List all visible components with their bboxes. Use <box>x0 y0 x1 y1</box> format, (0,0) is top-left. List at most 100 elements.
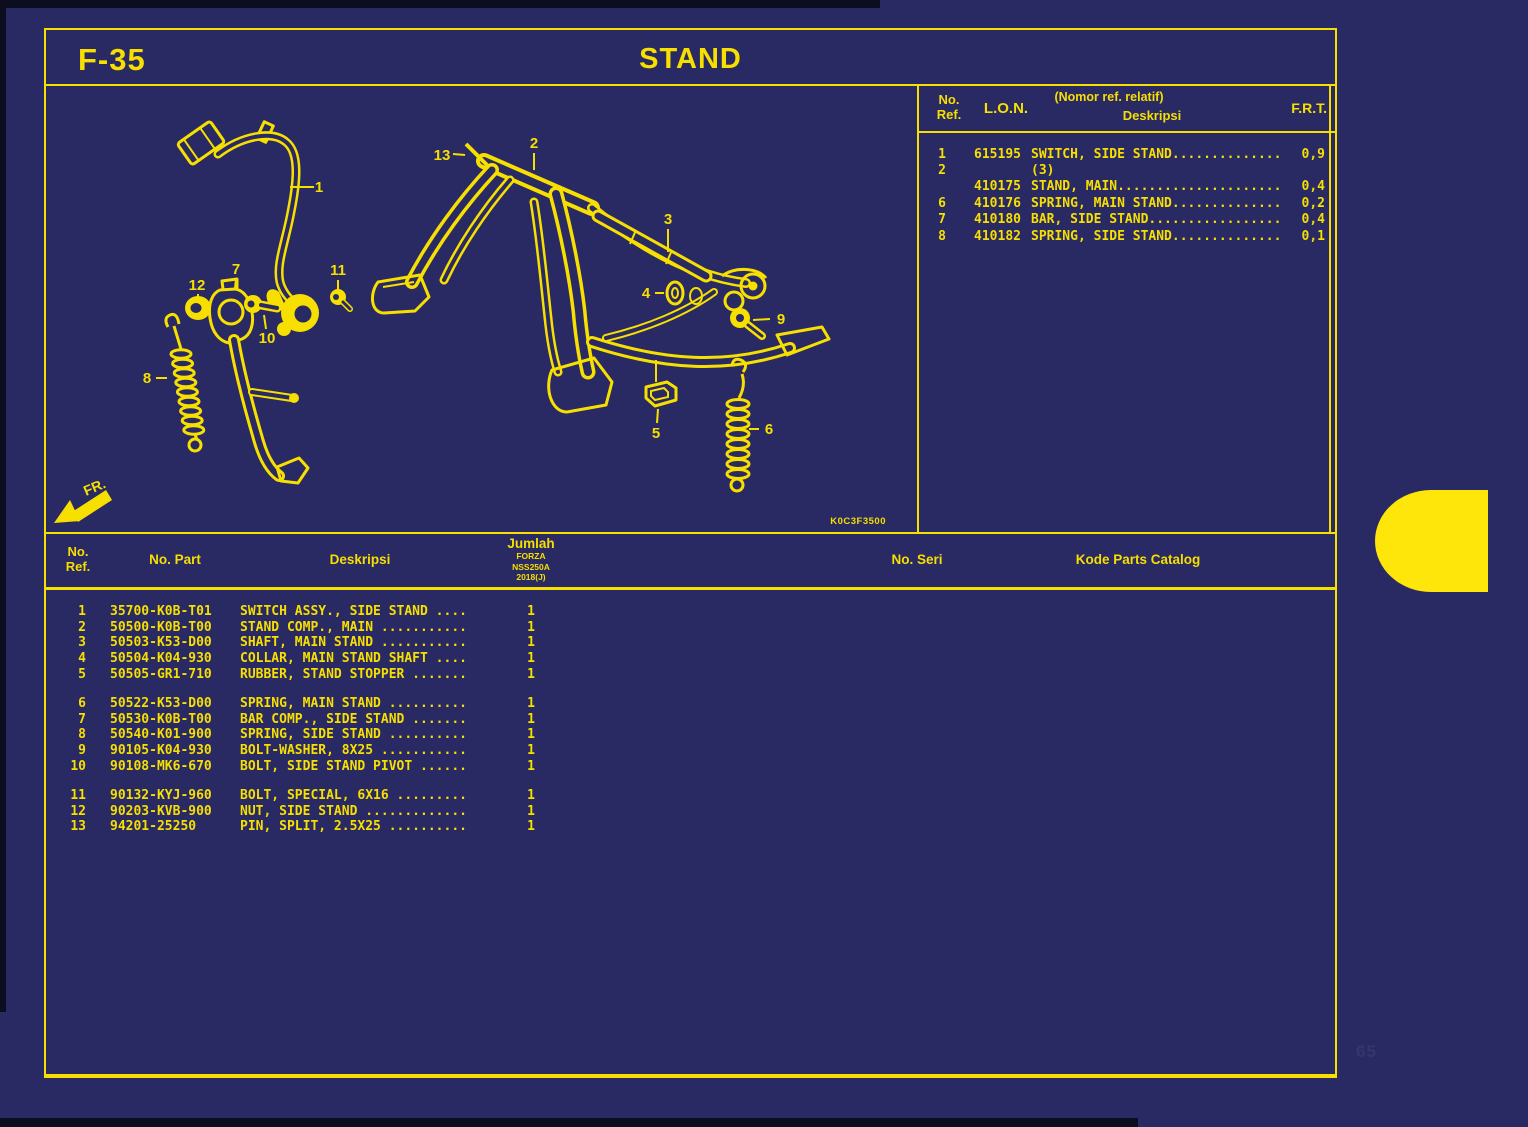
part-ref-cell: 1 <box>78 604 86 620</box>
part-number-cell: 50540-K01-900 <box>110 727 212 743</box>
part-desc-cell: SPRING, MAIN STAND .......... <box>240 696 467 712</box>
page-number: 65 <box>1356 1042 1377 1061</box>
callout-10: 10 <box>259 330 276 347</box>
part-qty-cell: 1 <box>527 666 535 682</box>
callout-6: 6 <box>765 421 773 438</box>
part-qty-cell: 1 <box>527 619 535 635</box>
ref-frt-cell: 0,1 <box>1301 228 1325 244</box>
part-ref-cell: 5 <box>78 666 86 682</box>
ref-row: 1 615195 SWITCH, SIDE STAND.............… <box>919 146 1337 162</box>
callout-2: 2 <box>530 135 538 152</box>
ref-no-cell: 6 <box>938 195 946 211</box>
part-qty-cell: 1 <box>527 803 535 819</box>
nut-drawing <box>185 296 211 320</box>
side-bookmark-tab[interactable] <box>1375 490 1488 592</box>
callout-numbers: 1 2 3 4 5 6 7 8 9 10 11 12 13 <box>143 135 785 442</box>
parts-row: 12 90203-KVB-900 NUT, SIDE STAND .......… <box>46 804 1335 820</box>
ref-col-desc: Deskripsi <box>1122 108 1182 123</box>
part-desc-cell: BOLT, SPECIAL, 6X16 ......... <box>240 788 467 804</box>
ref-desc-cell: SPRING, SIDE STAND.............. <box>1031 228 1279 244</box>
ref-frt-cell: 0,9 <box>1301 146 1325 162</box>
ref-lon-cell: 410175 <box>974 179 1021 195</box>
callout-1: 1 <box>315 179 323 196</box>
ref-desc-cell: SPRING, MAIN STAND.............. <box>1031 195 1279 211</box>
ref-frt-cell: 0,2 <box>1301 195 1325 211</box>
parts-col-catalog: Kode Parts Catalog <box>1075 552 1201 567</box>
part-ref-cell: 4 <box>78 651 86 667</box>
part-ref-cell: 13 <box>70 819 86 835</box>
parts-row: 3 50503-K53-D00 SHAFT, MAIN STAND ......… <box>46 635 1335 651</box>
bolt-washer-drawing <box>730 308 766 340</box>
collar-drawing <box>665 280 703 306</box>
parts-exploded-diagram: FR. K0C3F3500 1 <box>54 120 886 527</box>
parts-col-part: No. Part <box>149 552 201 567</box>
part-ref-cell: 9 <box>78 743 86 759</box>
diagram-and-ref-area: FR. K0C3F3500 1 <box>46 86 1337 534</box>
part-ref-cell: 12 <box>70 803 86 819</box>
part-ref-cell: 11 <box>70 788 86 804</box>
part-qty-cell: 1 <box>527 696 535 712</box>
ref-lon-cell: 615195 <box>974 146 1021 162</box>
ref-col-no-ref: No. Ref. <box>936 92 962 122</box>
part-qty-cell: 1 <box>527 651 535 667</box>
part-qty-cell: 1 <box>527 743 535 759</box>
ref-row: 2 (3) <box>919 162 1337 178</box>
callout-12: 12 <box>189 277 206 294</box>
reference-table: No. Ref. L.O.N. (Nomor ref. relatif) Des… <box>917 86 1337 532</box>
special-bolt-drawing <box>330 289 353 312</box>
callout-leaders <box>156 153 771 430</box>
part-qty-cell: 1 <box>527 758 535 774</box>
callout-9: 9 <box>777 311 785 328</box>
part-ref-cell: 3 <box>78 635 86 651</box>
parts-table-header: No. Ref. No. Part Deskripsi Jumlah FORZA… <box>46 534 1335 590</box>
parts-group: 1 35700-K0B-T01 SWITCH ASSY., SIDE STAND… <box>46 604 1335 682</box>
ref-frt-cell: 0,4 <box>1301 212 1325 228</box>
side-stand-drawing <box>208 277 310 485</box>
part-qty-cell: 1 <box>527 819 535 835</box>
ref-no-cell: 2 <box>938 163 946 179</box>
part-ref-cell: 10 <box>70 758 86 774</box>
main-stand-shaft-drawing <box>591 209 713 283</box>
part-desc-cell: BAR COMP., SIDE STAND ....... <box>240 711 467 727</box>
parts-row: 2 50500-K0B-T00 STAND COMP., MAIN ......… <box>46 620 1335 636</box>
part-number-cell: 50522-K53-D00 <box>110 696 212 712</box>
parts-col-no-ref: No. Ref. <box>65 544 91 574</box>
ref-desc-cell: (3) <box>1031 163 1055 179</box>
callout-7: 7 <box>232 261 240 278</box>
parts-row: 8 50540-K01-900 SPRING, SIDE STAND .....… <box>46 727 1335 743</box>
parts-row: 1 35700-K0B-T01 SWITCH ASSY., SIDE STAND… <box>46 604 1335 620</box>
diagram-code: K0C3F3500 <box>830 516 886 527</box>
reference-table-rows: 1 615195 SWITCH, SIDE STAND.............… <box>919 146 1337 244</box>
part-desc-cell: SWITCH ASSY., SIDE STAND .... <box>240 604 467 620</box>
inner-border-line <box>1329 86 1331 532</box>
ref-desc-cell: STAND, MAIN..................... <box>1031 179 1279 195</box>
part-qty-cell: 1 <box>527 727 535 743</box>
part-desc-cell: SHAFT, MAIN STAND ........... <box>240 635 467 651</box>
callout-11: 11 <box>330 262 346 279</box>
ref-desc-cell: BAR, SIDE STAND................. <box>1031 212 1279 228</box>
part-desc-cell: BOLT-WASHER, 8X25 ........... <box>240 743 467 759</box>
ref-col-frt: F.R.T. <box>1291 100 1327 116</box>
part-ref-cell: 2 <box>78 619 86 635</box>
page-code: F-35 <box>78 42 146 77</box>
ref-col-lon: L.O.N. <box>983 100 1029 117</box>
parts-group: 11 90132-KYJ-960 BOLT, SPECIAL, 6X16 ...… <box>46 788 1335 835</box>
ref-no-cell: 1 <box>938 146 946 162</box>
fr-direction-arrow: FR. <box>54 475 112 523</box>
part-qty-cell: 1 <box>527 604 535 620</box>
parts-row: 6 50522-K53-D00 SPRING, MAIN STAND .....… <box>46 696 1335 712</box>
part-number-cell: 50503-K53-D00 <box>110 635 212 651</box>
parts-row: 11 90132-KYJ-960 BOLT, SPECIAL, 6X16 ...… <box>46 788 1335 804</box>
part-desc-cell: STAND COMP., MAIN ........... <box>240 619 467 635</box>
callout-8: 8 <box>143 370 151 387</box>
ref-lon-cell: 410180 <box>974 212 1021 228</box>
parts-row: 4 50504-K04-930 COLLAR, MAIN STAND SHAFT… <box>46 651 1335 667</box>
callout-3: 3 <box>664 211 672 228</box>
parts-row: 13 94201-25250 PIN, SPLIT, 2.5X25 ......… <box>46 819 1335 835</box>
catalog-page-frame: F-35 STAND <box>44 28 1337 1078</box>
switch-assembly-drawing <box>176 120 319 336</box>
part-number-cell: 90132-KYJ-960 <box>110 788 212 804</box>
part-ref-cell: 6 <box>78 696 86 712</box>
title-bar: F-35 STAND <box>46 30 1335 86</box>
ref-row: 8 410182 SPRING, SIDE STAND.............… <box>919 228 1337 244</box>
